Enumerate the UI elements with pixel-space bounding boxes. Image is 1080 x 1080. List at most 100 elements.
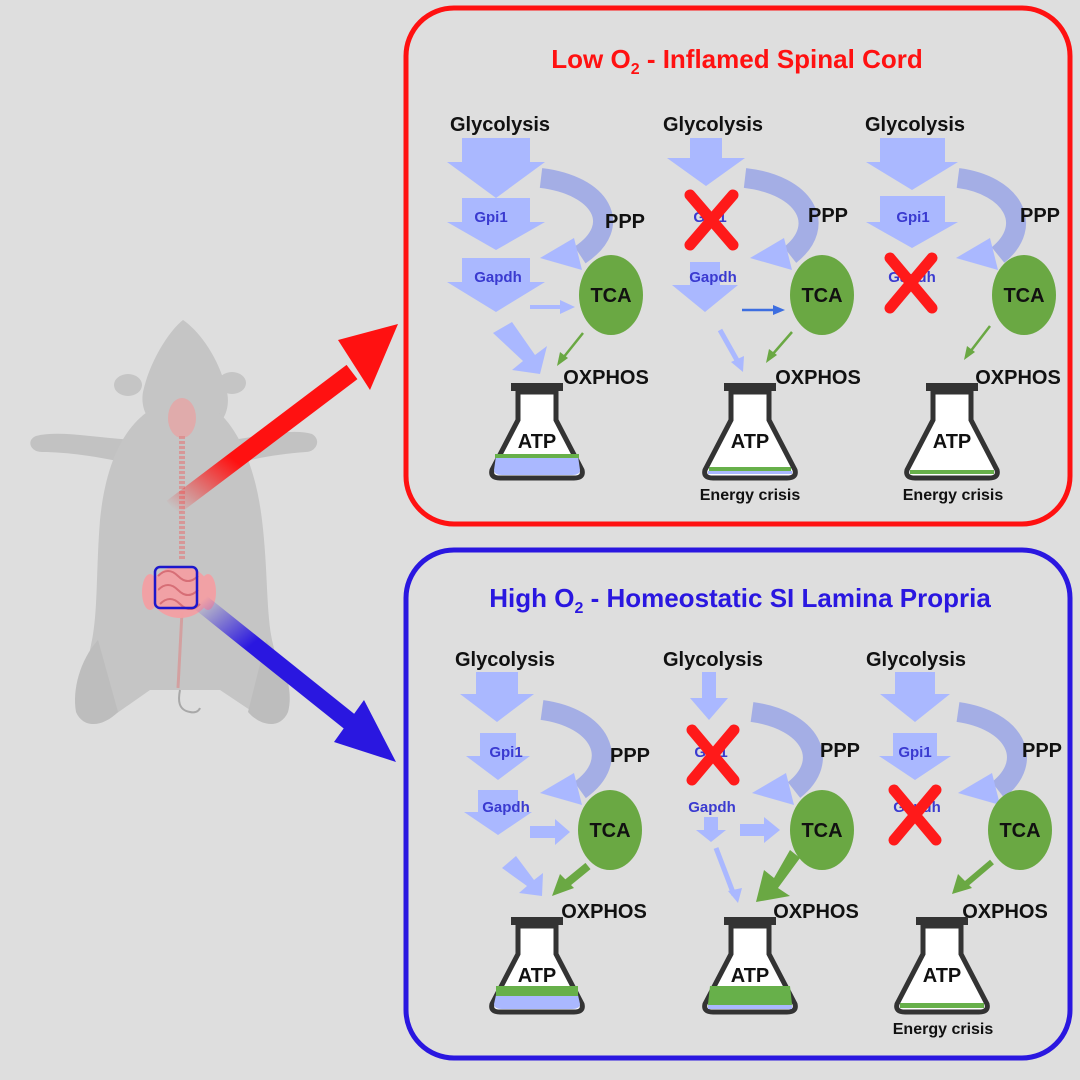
atp-flask: ATP (489, 383, 585, 481)
flux-arrow (740, 817, 780, 843)
glycolysis-arrow (447, 138, 545, 198)
tca-label: TCA (999, 820, 1040, 842)
atp-flask: ATP (904, 383, 1000, 481)
svg-text:ATP: ATP (933, 431, 972, 453)
high-column-2: Glycolysis Gpi1 Gapdh PPP TCA OXPHOS ATP (663, 649, 860, 1015)
low-column-1: Glycolysis Gpi1 Gapdh PPP TCA OXPHOS ATP (447, 114, 649, 481)
low-o2-title: Low O2 - Inflamed Spinal Cord (551, 44, 922, 78)
gpi1-label: Gpi1 (896, 209, 929, 226)
oxphos-label: OXPHOS (962, 901, 1048, 923)
glycolysis-arrow (880, 672, 950, 722)
svg-text:ATP: ATP (923, 965, 962, 987)
ppp-label: PPP (820, 740, 860, 762)
high-o2-panel (403, 547, 1073, 1061)
glycolysis-arrow (690, 672, 728, 720)
oxphos-label: OXPHOS (775, 367, 861, 389)
gapdh-arrow (447, 258, 545, 312)
atp-flux-arrow (502, 856, 543, 896)
atp-flask: ATP (894, 917, 990, 1015)
gapdh-blocked-x (884, 252, 938, 314)
atp-flask: ATP (702, 917, 798, 1015)
oxphos-label: OXPHOS (975, 367, 1061, 389)
glycolysis-arrow (460, 672, 534, 722)
gapdh-arrow (464, 790, 532, 835)
tca-label: TCA (801, 285, 842, 307)
gpi1-blocked-x (686, 724, 740, 786)
atp-flux-arrow (728, 888, 742, 903)
oxphos-label: OXPHOS (561, 901, 647, 923)
tca-circle (790, 790, 854, 870)
atp-flask: ATP (489, 917, 585, 1015)
low-o2-panel (403, 5, 1073, 527)
energy-crisis-label: Energy crisis (903, 487, 1004, 504)
svg-text:ATP: ATP (731, 431, 770, 453)
ppp-loop-arrow (539, 168, 613, 264)
oxphos-flux-arrow (756, 850, 800, 902)
svg-text:ATP: ATP (518, 431, 557, 453)
glycolysis-label: Glycolysis (663, 114, 763, 136)
gpi1-arrow (866, 196, 958, 248)
tca-circle (992, 255, 1056, 335)
tca-circle (579, 255, 643, 335)
gpi1-label: Gpi1 (489, 744, 522, 761)
glycolysis-label: Glycolysis (450, 114, 550, 136)
atp-flux-arrow (493, 322, 547, 374)
glycolysis-arrow (866, 138, 958, 190)
gapdh-label: Gapdh (482, 799, 530, 816)
oxphos-label: OXPHOS (563, 367, 649, 389)
glycolysis-label: Glycolysis (455, 649, 555, 671)
svg-text:ATP: ATP (518, 965, 557, 987)
high-column-3: Glycolysis Gpi1 Gapdh PPP TCA OXPHOS ATP… (866, 649, 1062, 1038)
glycolysis-label: Glycolysis (663, 649, 763, 671)
energy-crisis-label: Energy crisis (893, 1021, 994, 1038)
low-column-2: Glycolysis Gpi1 Gapdh PPP TCA OXPHOS ATP… (663, 114, 861, 504)
ppp-label: PPP (1022, 740, 1062, 762)
focus-box (153, 565, 199, 610)
flux-arrow (560, 300, 575, 314)
gpi1-arrow (447, 198, 545, 250)
tca-circle (988, 790, 1052, 870)
gpi1-label: Gpi1 (474, 209, 507, 226)
tca-label: TCA (1003, 285, 1044, 307)
ppp-loop-arrow (750, 702, 823, 798)
ppp-loop-arrow (956, 168, 1026, 263)
gpi1-label: Gpi1 (898, 744, 931, 761)
flux-arrow (530, 819, 570, 845)
gapdh-label: Gapdh (474, 269, 522, 286)
ppp-loop-arrow (743, 168, 819, 263)
ppp-label: PPP (1020, 205, 1060, 227)
tca-label: TCA (590, 285, 631, 307)
tca-circle (578, 790, 642, 870)
gapdh-arrow (672, 262, 738, 312)
glycolysis-label: Glycolysis (865, 114, 965, 136)
gapdh-label: Gapdh (689, 269, 737, 286)
ppp-label: PPP (808, 205, 848, 227)
low-column-3: Glycolysis Gpi1 Gapdh PPP TCA OXPHOS ATP… (865, 114, 1061, 504)
arrow-to-high-o2 (194, 594, 396, 762)
high-o2-title: High O2 - Homeostatic SI Lamina Propria (489, 583, 991, 617)
flux-arrow (773, 305, 785, 315)
energy-crisis-label: Energy crisis (700, 487, 801, 504)
ppp-label: PPP (605, 211, 645, 233)
arrow-to-low-o2 (166, 324, 398, 516)
svg-text:ATP: ATP (731, 965, 770, 987)
oxphos-label: OXPHOS (773, 901, 859, 923)
ppp-loop-arrow (956, 702, 1027, 798)
tca-label: TCA (589, 820, 630, 842)
ppp-loop-arrow (540, 700, 612, 799)
glycolysis-label: Glycolysis (866, 649, 966, 671)
gpi1-arrow (879, 733, 951, 780)
tca-circle (790, 255, 854, 335)
gpi1-blocked-x (684, 189, 739, 251)
high-column-1: Glycolysis Gpi1 Gapdh PPP TCA OXPHOS ATP (455, 649, 650, 1015)
ppp-label: PPP (610, 745, 650, 767)
gapdh-label: Gapdh (688, 799, 736, 816)
gapdh-arrow (696, 817, 726, 842)
glycolysis-arrow (667, 138, 745, 186)
tca-label: TCA (801, 820, 842, 842)
atp-flux-arrow (731, 356, 744, 372)
gapdh-blocked-x (888, 784, 942, 846)
atp-flask: ATP (702, 383, 798, 481)
gpi1-arrow (466, 733, 530, 780)
